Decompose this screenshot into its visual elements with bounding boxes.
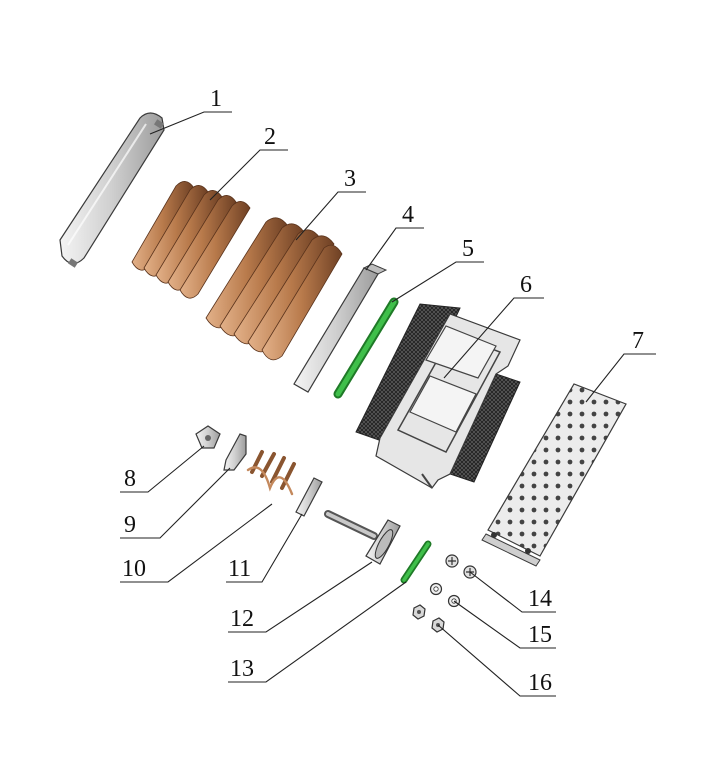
part-2-copper-coil-small (131, 181, 251, 299)
callout-13: 13 (230, 656, 254, 682)
leader-16 (437, 624, 556, 697)
callout-6: 6 (520, 272, 532, 298)
part-7-perforated-cover (481, 383, 627, 567)
part-11-washer-plate (295, 477, 323, 517)
callout-1: 1 (210, 86, 222, 112)
leader-9 (120, 467, 231, 539)
leader-11 (226, 513, 303, 583)
callout-2: 2 (264, 124, 276, 150)
callout-16: 16 (528, 670, 552, 696)
leader-lines (120, 111, 656, 697)
leader-8 (120, 445, 205, 493)
callout-5: 5 (462, 236, 474, 262)
callout-labels: 1 2 3 4 5 6 7 8 9 10 11 12 13 14 15 16 (122, 86, 644, 696)
callout-4: 4 (402, 202, 414, 228)
leader-13 (228, 581, 407, 683)
leader-10 (120, 503, 273, 583)
leader-3 (295, 191, 366, 241)
part-14-screws (445, 554, 477, 579)
callout-11: 11 (228, 556, 251, 582)
leader-6 (443, 297, 544, 379)
leader-1 (149, 111, 232, 135)
part-9-bracket (223, 433, 247, 471)
part-3-copper-coil-large (205, 217, 343, 361)
part-16-nuts (412, 604, 445, 633)
part-1-end-cap (59, 112, 165, 268)
part-15-washers (429, 582, 461, 608)
part-10-spring (246, 450, 296, 496)
callout-9: 9 (124, 512, 136, 538)
callout-7: 7 (632, 328, 644, 354)
callout-3: 3 (344, 166, 356, 192)
leader-7 (585, 353, 656, 403)
part-5-seal-strip (333, 297, 399, 399)
callout-8: 8 (124, 466, 136, 492)
leader-2 (209, 149, 288, 201)
part-8-terminal (195, 425, 221, 449)
part-13-seal-strip-short (400, 540, 432, 584)
leader-14 (469, 571, 556, 613)
callout-12: 12 (230, 606, 254, 632)
leader-12 (228, 561, 373, 633)
callout-15: 15 (528, 622, 552, 648)
leader-15 (453, 600, 556, 649)
callout-10: 10 (122, 556, 146, 582)
leader-4 (365, 227, 424, 271)
leader-5 (391, 261, 484, 303)
callout-14: 14 (528, 586, 552, 612)
part-12-shaft (324, 510, 401, 565)
